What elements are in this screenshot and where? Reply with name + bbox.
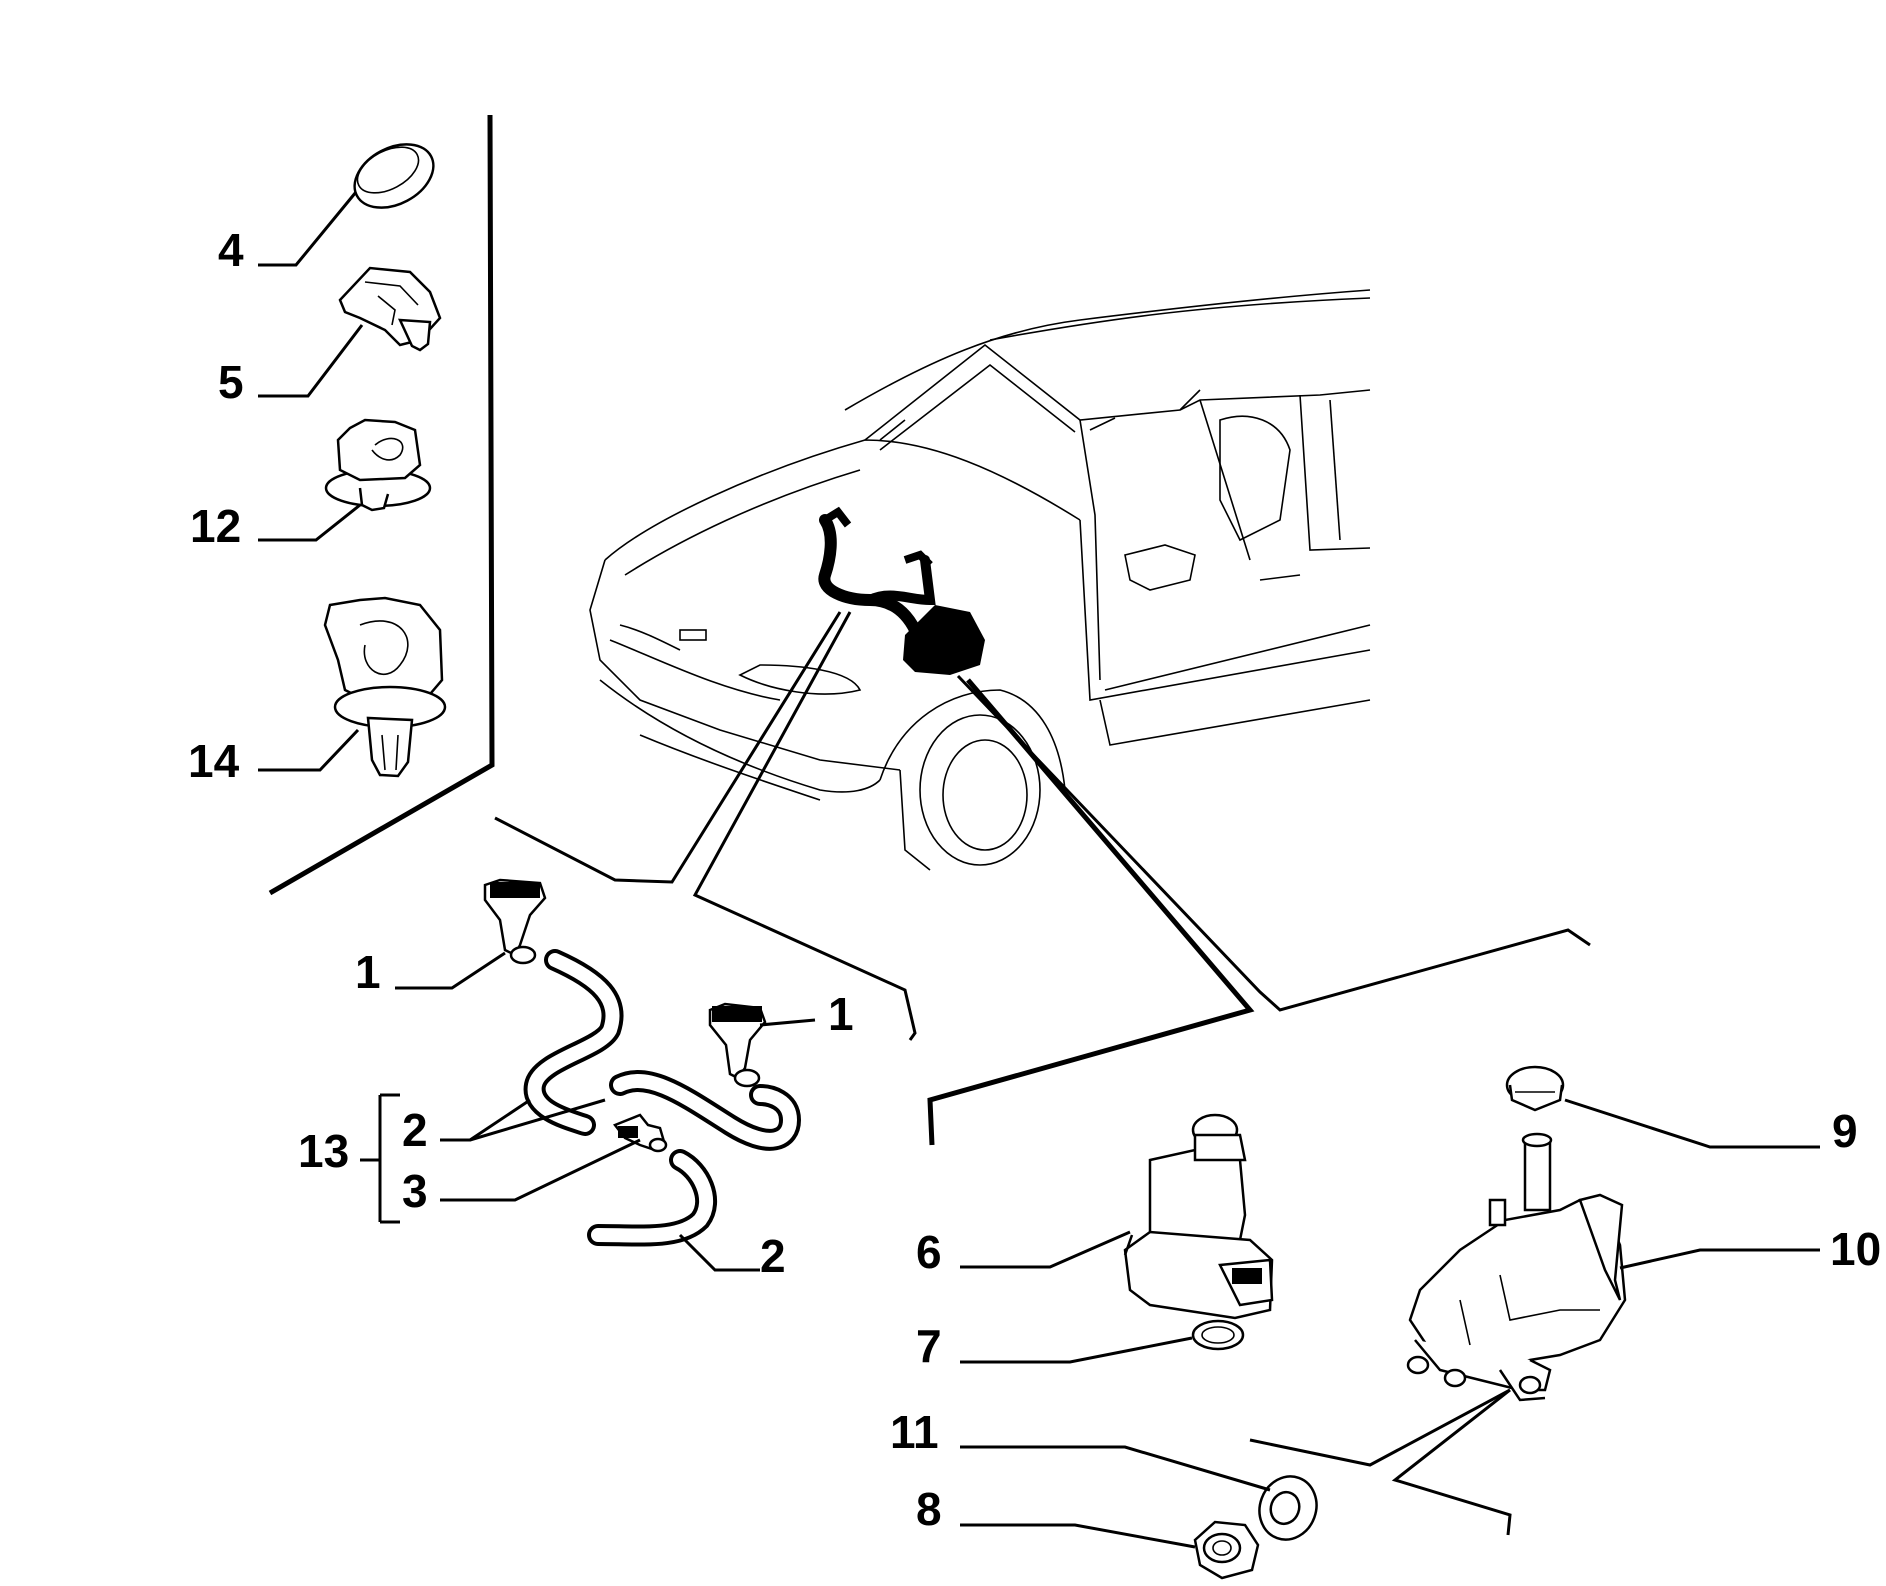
callout-12: 12	[190, 500, 241, 552]
part-2-hoses	[523, 949, 802, 1247]
part-7-seal	[1191, 1319, 1245, 1351]
callout-4: 4	[218, 224, 244, 276]
part-1-nozzle-right	[708, 1002, 767, 1088]
hood-washer-hoses	[818, 506, 985, 675]
part-1-nozzle-left	[483, 878, 547, 965]
callout-11: 11	[890, 1406, 939, 1458]
part-4-plug	[353, 143, 435, 209]
callout-5: 5	[218, 356, 244, 408]
leader-lines-left	[258, 191, 364, 772]
callout-8: 8	[916, 1483, 942, 1535]
exploded-view-lines	[494, 611, 1591, 1536]
callout-2-bottom: 2	[760, 1230, 786, 1282]
leader-lines-right	[960, 1098, 1820, 1549]
part-11-washer	[1258, 1475, 1318, 1541]
callout-2-left: 2	[402, 1104, 428, 1156]
callout-13: 13	[298, 1125, 349, 1177]
callout-7: 7	[916, 1320, 942, 1372]
callout-14: 14	[188, 735, 240, 787]
part-3-t-connector	[613, 1113, 668, 1153]
part-14-clip	[323, 596, 447, 778]
callout-1-left: 1	[355, 946, 381, 998]
callout-3: 3	[402, 1165, 428, 1217]
clip-panel-divider	[268, 114, 495, 896]
part-8-nut	[1193, 1520, 1260, 1580]
callout-9: 9	[1832, 1105, 1858, 1157]
leader-lines-hoses	[360, 951, 816, 1272]
part-6-pump	[1123, 1113, 1274, 1320]
part-12-clip	[324, 418, 432, 512]
callout-1-right: 1	[828, 988, 854, 1040]
callout-6: 6	[916, 1226, 942, 1278]
callout-labels: 4 5 12 14 1 1 13 2 3 2 6 7 11 8 9 10	[188, 224, 1881, 1535]
car-outline	[589, 289, 1371, 871]
callout-10: 10	[1830, 1223, 1881, 1275]
part-10-reservoir	[1406, 1132, 1627, 1402]
part-5-clip	[338, 266, 442, 352]
part-9-cap	[1505, 1065, 1565, 1112]
